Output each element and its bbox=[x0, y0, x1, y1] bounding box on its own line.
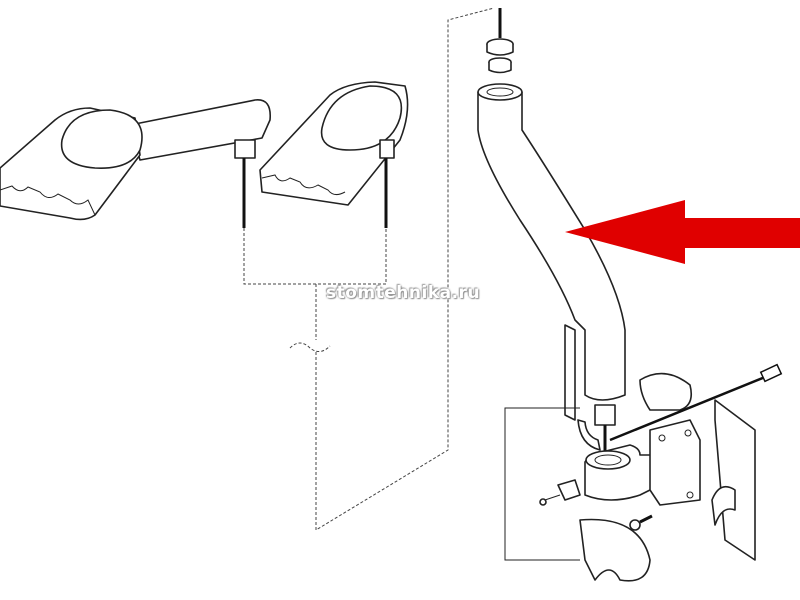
detail-frame bbox=[504, 407, 580, 561]
red-arrow-icon bbox=[565, 200, 800, 264]
cable-part bbox=[609, 363, 783, 442]
base-joint-part bbox=[577, 404, 701, 506]
bottom-cover-part bbox=[579, 518, 651, 582]
screws-part bbox=[539, 479, 653, 531]
bushing-part bbox=[486, 8, 514, 74]
tray-part bbox=[259, 81, 409, 228]
tray-with-arm-part bbox=[0, 99, 272, 228]
watermark-text: stomtehnika.ru bbox=[326, 283, 481, 303]
wall-plate-part bbox=[711, 399, 756, 561]
dashed-guide-lines bbox=[243, 7, 495, 531]
bracket-part bbox=[564, 324, 693, 421]
curved-pole-part bbox=[477, 83, 626, 401]
